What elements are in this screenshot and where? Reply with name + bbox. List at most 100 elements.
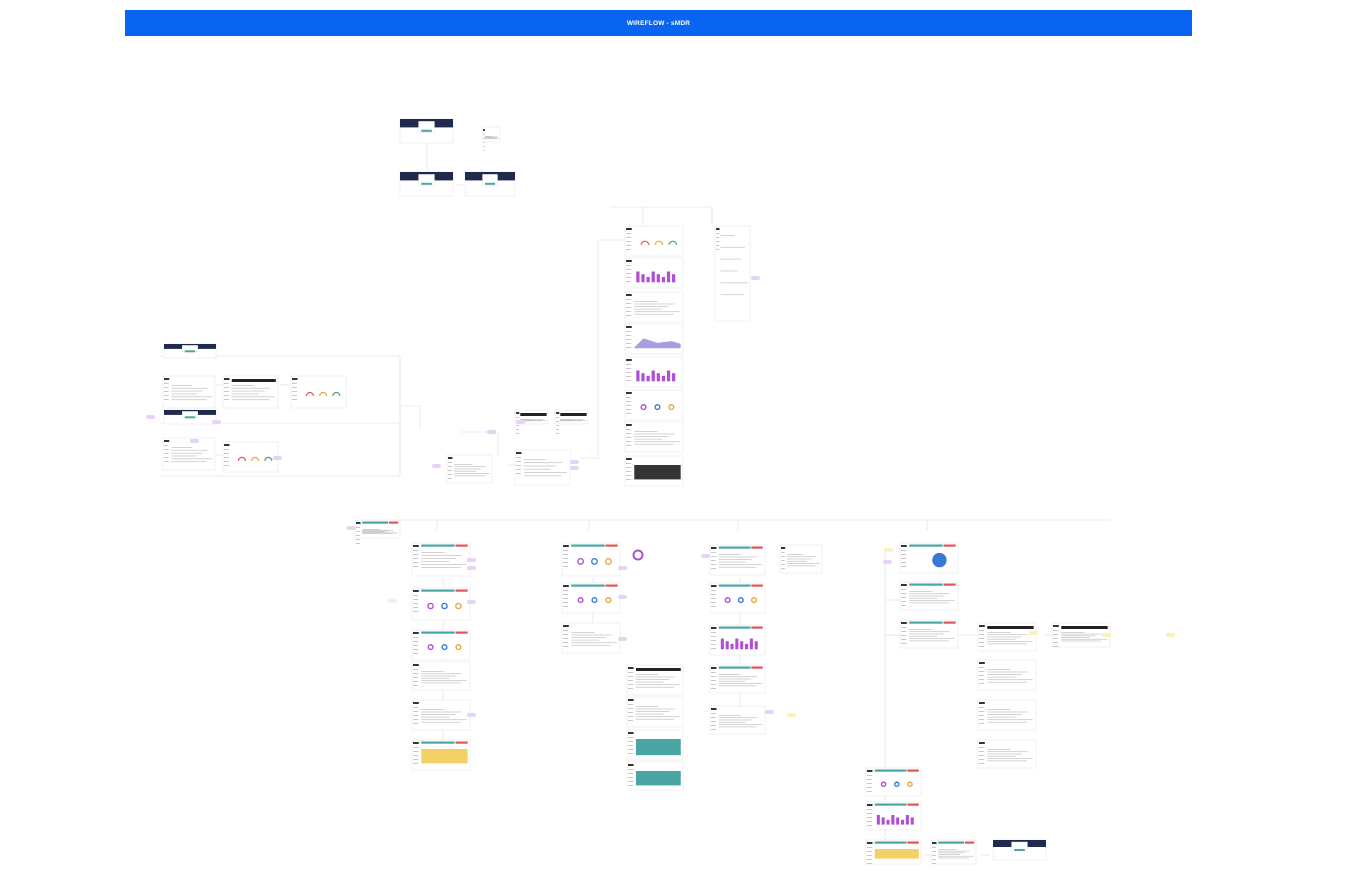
content-line xyxy=(718,724,762,725)
sidebar-item xyxy=(901,635,907,636)
sidebar-item xyxy=(711,684,716,685)
logo-mark xyxy=(164,440,170,442)
sidebar-item xyxy=(979,642,985,643)
content-line xyxy=(454,464,473,465)
header-bar xyxy=(1061,626,1108,629)
logo-mark xyxy=(901,622,907,624)
logo-mark xyxy=(413,664,419,666)
screen-frame xyxy=(626,696,684,728)
alert-tab xyxy=(455,544,468,547)
screen-text xyxy=(514,449,571,486)
content-line xyxy=(718,715,741,716)
sidebar-item xyxy=(932,851,937,852)
gauge xyxy=(237,456,247,462)
content-line xyxy=(171,449,208,451)
sidebar-item xyxy=(979,634,985,635)
content-line xyxy=(635,716,680,718)
content-line xyxy=(362,533,393,535)
sidebar-item xyxy=(628,676,634,677)
logo-mark xyxy=(413,545,419,547)
sidebar-item xyxy=(563,646,569,647)
sidebar-item xyxy=(448,470,453,471)
sidebar-item xyxy=(711,717,716,718)
screen-text xyxy=(977,659,1037,691)
sidebar-item xyxy=(292,399,297,400)
world-map xyxy=(421,749,468,764)
sidebar-item xyxy=(483,138,485,139)
sidebar-item xyxy=(224,453,229,454)
sidebar-item xyxy=(413,611,419,612)
annotation-pill xyxy=(1102,633,1111,637)
login-button xyxy=(421,182,432,185)
sidebar-item xyxy=(979,683,985,684)
sidebar-item xyxy=(413,637,419,638)
sidebar-item xyxy=(413,715,419,716)
sidebar-item xyxy=(979,675,985,676)
sidebar-item xyxy=(628,680,634,681)
logo-mark xyxy=(224,378,230,380)
header-bar xyxy=(421,741,455,744)
donut-chart xyxy=(640,404,647,411)
screen-text xyxy=(446,454,493,484)
logo-mark xyxy=(413,702,419,704)
sidebar-item xyxy=(901,550,907,551)
sidebar-item xyxy=(164,383,169,384)
sidebar-item xyxy=(413,599,419,600)
sidebar-item xyxy=(867,813,872,814)
sidebar-item xyxy=(483,142,485,143)
logo-mark xyxy=(711,667,717,669)
area-chart xyxy=(634,338,681,349)
annotation-pill xyxy=(487,430,496,434)
screen-teal-bars xyxy=(865,801,922,831)
screen-teal xyxy=(411,542,471,577)
sidebar-item xyxy=(901,627,907,628)
sidebar-item xyxy=(711,636,716,637)
gauge xyxy=(332,391,341,397)
sidebar-item xyxy=(711,552,716,553)
sidebar-item xyxy=(626,339,632,340)
sidebar-item xyxy=(164,461,169,462)
sidebar-item xyxy=(711,729,716,730)
gauge xyxy=(305,391,315,397)
sidebar-item xyxy=(626,467,632,468)
sidebar-item xyxy=(224,465,229,466)
content-line xyxy=(421,673,462,675)
content-line xyxy=(718,566,757,568)
screen-text xyxy=(626,696,684,728)
sidebar-item xyxy=(626,368,632,369)
content-line xyxy=(171,390,203,392)
sidebar-item xyxy=(711,594,716,595)
sidebar-item xyxy=(224,399,229,400)
screen-text xyxy=(977,699,1037,731)
screen-teal xyxy=(899,581,959,611)
screen-text xyxy=(624,421,684,453)
sidebar-item xyxy=(413,669,419,670)
sidebar-item xyxy=(711,590,716,591)
logo-mark xyxy=(626,294,632,296)
sidebar-item xyxy=(413,759,419,760)
world-map xyxy=(874,849,919,859)
sidebar-item xyxy=(164,399,169,400)
logo-mark xyxy=(292,378,298,380)
logo-mark xyxy=(979,742,985,744)
sidebar-item xyxy=(413,707,419,708)
content-line xyxy=(634,303,675,305)
screen-teal-map xyxy=(411,739,471,771)
sidebar-item xyxy=(626,376,632,377)
login-card xyxy=(418,121,435,133)
sidebar-item xyxy=(867,783,872,784)
bar-mark xyxy=(656,274,660,283)
sidebar-item xyxy=(867,809,872,810)
content-line xyxy=(523,462,563,464)
bar-mark xyxy=(896,817,900,825)
logo-mark xyxy=(626,359,632,361)
content-line xyxy=(454,466,486,468)
sidebar-item xyxy=(711,676,716,677)
screen-frame xyxy=(411,587,471,621)
content-line xyxy=(421,682,461,684)
donut-chart xyxy=(577,597,584,604)
sidebar-item xyxy=(711,560,716,561)
content-line xyxy=(909,638,955,639)
content-line xyxy=(362,531,385,533)
content-line xyxy=(421,680,467,681)
